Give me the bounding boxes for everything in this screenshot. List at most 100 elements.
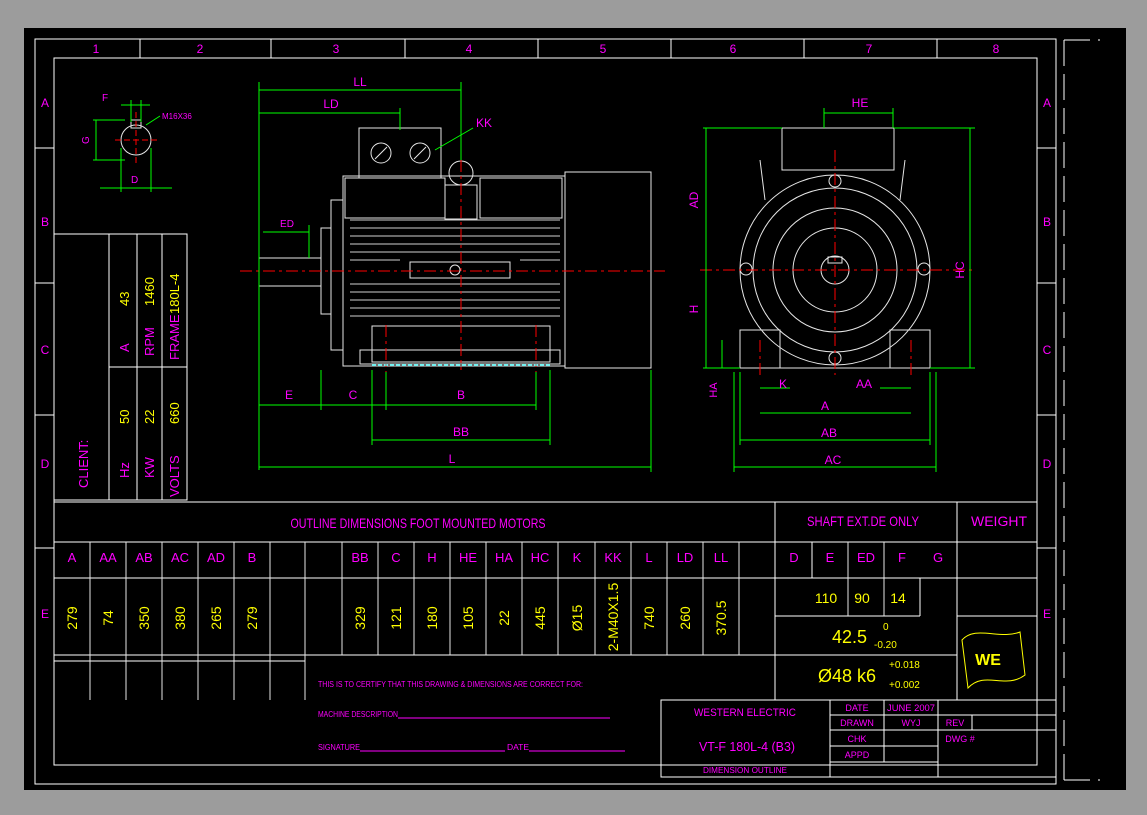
d-tolerance-upper: +0.018 bbox=[889, 660, 920, 671]
d-fit-value: Ø48 k6 bbox=[818, 666, 876, 686]
motor-side-view bbox=[258, 127, 652, 369]
table-value-ad: 265 bbox=[208, 606, 224, 630]
right-edge-dashed bbox=[1063, 39, 1100, 781]
table-value-ac: 380 bbox=[172, 606, 188, 630]
dim-l-label: L bbox=[449, 452, 456, 466]
table-value-aa: 74 bbox=[100, 610, 116, 626]
dim-ab-label: AB bbox=[821, 426, 837, 440]
shaft-f-label: F bbox=[102, 93, 108, 104]
table-value-shaft-ed: 90 bbox=[854, 590, 870, 606]
zone-col-2: 2 bbox=[197, 42, 204, 56]
table-header-shaft-g: G bbox=[933, 550, 943, 565]
hz-value: 50 bbox=[117, 410, 132, 424]
title-block-text: WESTERN ELECTRIC VT-F 180L-4 (B3) DIMENS… bbox=[694, 703, 975, 775]
table-value-ha: 22 bbox=[496, 610, 512, 626]
table-value-l: 740 bbox=[641, 606, 657, 630]
table-header-he: HE bbox=[459, 550, 477, 565]
zone-row-labels: A B C D E A B C D E bbox=[41, 96, 1052, 621]
dim-h-label: H bbox=[687, 305, 701, 314]
table-header-bb: BB bbox=[351, 550, 368, 565]
table-header-ac: AC bbox=[171, 550, 189, 565]
spec-block-grid bbox=[53, 233, 188, 501]
dim-ac-label: AC bbox=[825, 453, 842, 467]
table-value-ll: 370.5 bbox=[713, 600, 729, 635]
shaft-d-label: D bbox=[131, 175, 138, 186]
table-header-hc: HC bbox=[531, 550, 550, 565]
chk-label: CHK bbox=[847, 734, 866, 744]
table-value-shaft-f: 14 bbox=[890, 590, 906, 606]
table-value-shaft-e: 110 bbox=[815, 590, 838, 606]
date-label: DATE bbox=[845, 703, 868, 713]
dim-a-label: A bbox=[821, 399, 829, 413]
client-label: CLIENT: bbox=[76, 440, 91, 488]
table-value-hc: 445 bbox=[532, 606, 548, 630]
frame-value: 180L-4 bbox=[167, 274, 182, 314]
zone-row-e-right: E bbox=[1043, 607, 1051, 621]
appd-label: APPD bbox=[845, 750, 870, 760]
zone-row-e-left: E bbox=[41, 607, 49, 621]
table-header-ad: AD bbox=[207, 550, 225, 565]
side-view-dimension-labels: LL LD KK ED E C B BB L bbox=[280, 75, 492, 466]
table-value-kk: 2-M40X1.5 bbox=[605, 583, 621, 652]
side-view-dimension-lines bbox=[258, 82, 652, 472]
drawing-canvas[interactable] bbox=[24, 28, 1126, 790]
table-header-shaft-f: F bbox=[898, 550, 906, 565]
shaft-tolerances: 42.5 0 -0.20 Ø48 k6 +0.018 +0.002 bbox=[818, 622, 920, 691]
dim-b-label: B bbox=[457, 388, 465, 402]
table-header-shaft-e: E bbox=[826, 550, 835, 565]
weight-title: WEIGHT bbox=[971, 513, 1027, 529]
dimension-table-titles: OUTLINE DIMENSIONS FOOT MOUNTED MOTORS S… bbox=[291, 513, 1028, 531]
model-number: VT-F 180L-4 (B3) bbox=[699, 739, 795, 754]
shaft-g-label: G bbox=[81, 136, 92, 144]
western-electric-logo: WE bbox=[961, 631, 1026, 690]
shaft-thread-label: M16X36 bbox=[162, 112, 192, 121]
dim-hc-label: HC bbox=[953, 261, 967, 279]
table-header-l: L bbox=[645, 550, 652, 565]
dim-kk-label: KK bbox=[476, 116, 492, 130]
zone-row-c-left: C bbox=[41, 343, 50, 357]
zone-col-1: 1 bbox=[93, 42, 100, 56]
table-header-shaft-ed: ED bbox=[857, 550, 875, 565]
end-view-dimension-labels: HE AD H HC HA K AA A AB AC bbox=[687, 96, 967, 467]
dim-he-label: HE bbox=[852, 96, 869, 110]
table-header-a: A bbox=[68, 550, 77, 565]
zone-row-d-right: D bbox=[1043, 457, 1052, 471]
certify-date-label: DATE bbox=[507, 743, 529, 752]
zone-col-5: 5 bbox=[600, 42, 607, 56]
dwg-label: DWG # bbox=[945, 734, 975, 744]
g-tolerance-lower: -0.20 bbox=[874, 640, 897, 651]
end-view-centerlines bbox=[700, 150, 975, 375]
zone-column-labels: 1 2 3 4 5 6 7 8 bbox=[93, 42, 1000, 56]
rpm-value: 1460 bbox=[142, 277, 157, 306]
hz-label: Hz bbox=[117, 462, 132, 478]
table-value-bb: 329 bbox=[352, 606, 368, 630]
table-value-b: 279 bbox=[244, 606, 260, 630]
zone-row-b-right: B bbox=[1043, 215, 1051, 229]
table-title: OUTLINE DIMENSIONS FOOT MOUNTED MOTORS bbox=[291, 515, 546, 531]
drawn-value: WYJ bbox=[902, 718, 921, 728]
title-block-grid bbox=[660, 699, 1057, 778]
dim-k-label: K bbox=[779, 377, 787, 391]
table-header-ld: LD bbox=[677, 550, 694, 565]
table-header-ll: LL bbox=[714, 550, 728, 565]
table-header-shaft-d: D bbox=[789, 550, 798, 565]
zone-col-4: 4 bbox=[466, 42, 473, 56]
dim-ha-label: HA bbox=[708, 382, 720, 398]
zone-row-b-left: B bbox=[41, 215, 49, 229]
shaft-key-detail: F G D M16X36 bbox=[81, 93, 192, 192]
volts-value: 660 bbox=[167, 402, 182, 424]
signature-label: SIGNATURE bbox=[318, 743, 360, 752]
a-value: 43 bbox=[117, 292, 132, 306]
certify-statement: THIS IS TO CERTIFY THAT THIS DRAWING & D… bbox=[318, 680, 583, 689]
d-tolerance-lower: +0.002 bbox=[889, 680, 920, 691]
company-name: WESTERN ELECTRIC bbox=[694, 707, 796, 719]
g-tolerance-upper: 0 bbox=[883, 622, 889, 633]
zone-col-3: 3 bbox=[333, 42, 340, 56]
kw-label: KW bbox=[142, 456, 157, 478]
dim-ed-label: ED bbox=[280, 219, 294, 230]
dim-ld-label: LD bbox=[323, 97, 339, 111]
zone-col-7: 7 bbox=[866, 42, 873, 56]
